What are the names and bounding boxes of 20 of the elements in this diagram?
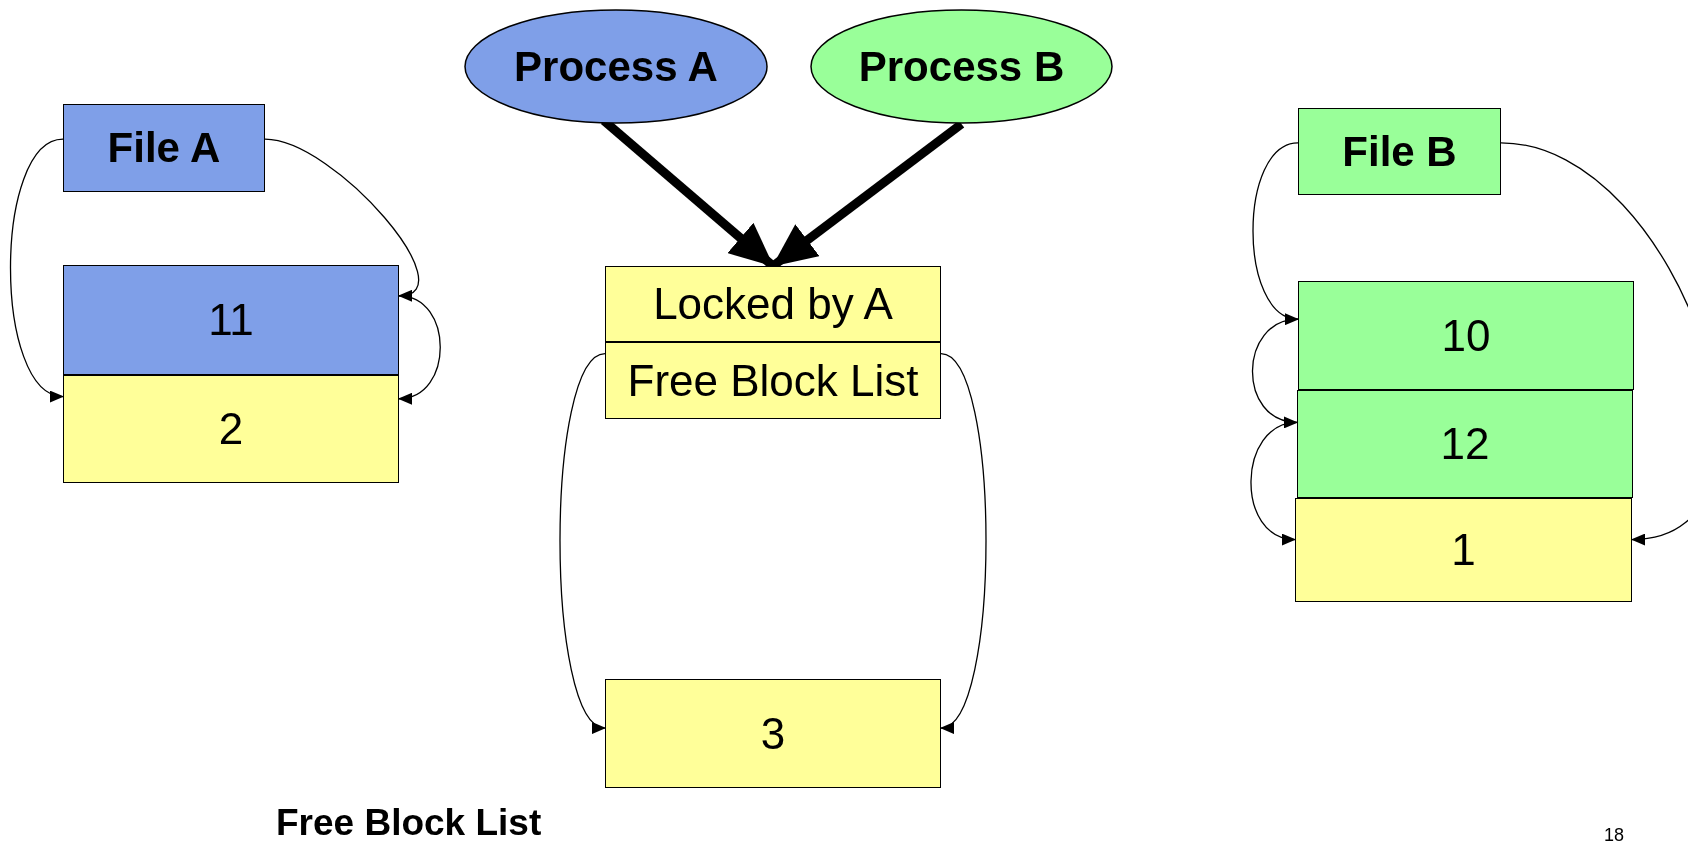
process-label: Process A xyxy=(514,45,718,88)
curved-arrow xyxy=(398,295,441,403)
block-box: 11 xyxy=(63,265,399,375)
curved-arrow xyxy=(264,138,419,299)
block-box: 2 xyxy=(63,375,399,483)
file-box: File B xyxy=(1298,108,1501,195)
curved-arrow xyxy=(1250,421,1298,544)
curved-arrow xyxy=(1251,318,1299,427)
curved-arrow xyxy=(1252,142,1299,322)
file-box: File A xyxy=(63,104,265,192)
block-box: 12 xyxy=(1297,390,1633,498)
block-box: 1 xyxy=(1295,498,1632,602)
process-label: Process B xyxy=(858,45,1065,88)
page-number: 18 xyxy=(1604,826,1625,844)
block-box: Free Block List xyxy=(605,342,941,419)
caption-label: Free Block List xyxy=(276,804,542,841)
block-box: Locked by A xyxy=(605,266,941,342)
curved-arrow xyxy=(1500,142,1688,543)
block-box: 10 xyxy=(1298,281,1634,390)
block-box: 3 xyxy=(605,679,941,788)
